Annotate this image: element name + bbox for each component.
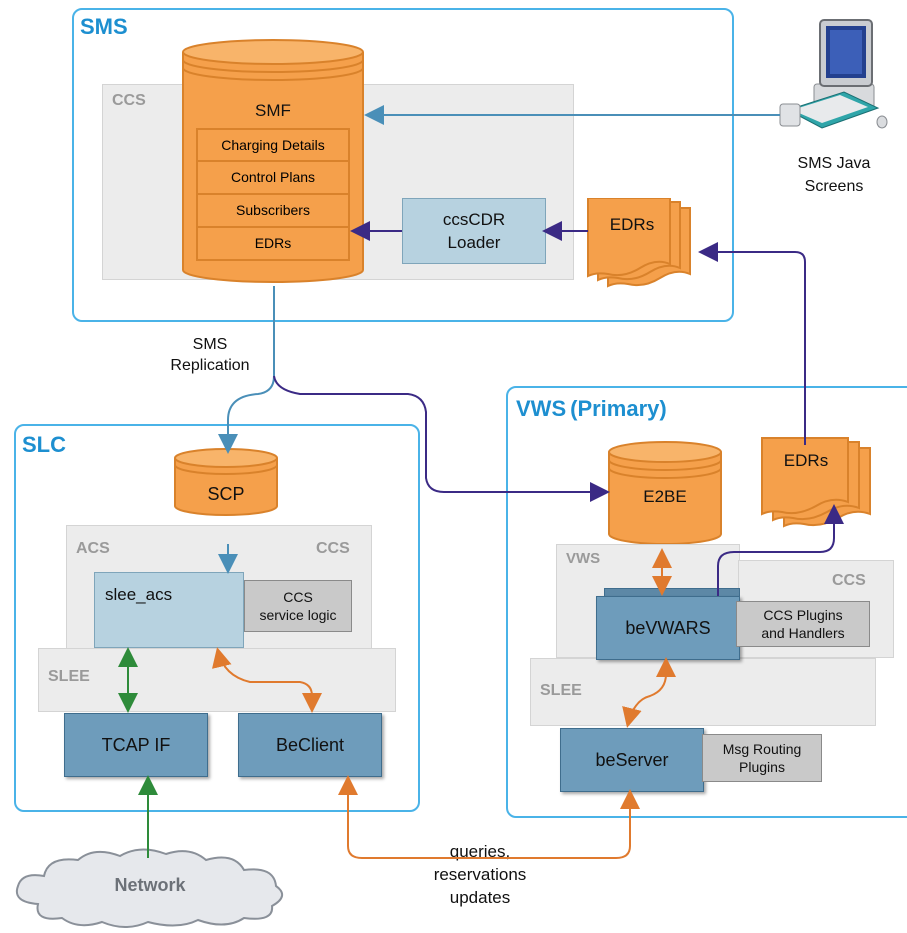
msg-routing-box: Msg Routing Plugins (702, 734, 822, 782)
sms-edrs-documents (587, 198, 691, 288)
plugins-line2: and Handlers (761, 625, 845, 641)
vws-slee-label: SLEE (540, 682, 582, 699)
acs-label: ACS (76, 540, 110, 557)
workstation-line2: Screens (804, 178, 864, 195)
vws-title-subtitle: (Primary) (570, 396, 667, 421)
arrow-beserver-bevwars (622, 657, 676, 728)
beclient-box: BeClient (238, 713, 382, 777)
sms-title: SMS (80, 14, 128, 39)
bevwars-label: beVWARS (625, 617, 711, 638)
vws-edrs-documents (761, 437, 871, 528)
beclient-label: BeClient (275, 734, 345, 755)
ccs-plugins-box: CCS Plugins and Handlers (736, 601, 870, 647)
routing-line1: Msg Routing (722, 741, 802, 757)
replication-line2: Replication (170, 357, 250, 374)
smf-row-edrs: EDRs (196, 228, 350, 261)
smf-title: SMF (255, 101, 291, 120)
vws-inner-label: VWS (566, 550, 601, 567)
smf-row-control-plans: Control Plans (196, 162, 350, 195)
vws-title: VWS(Primary) (516, 396, 667, 422)
queries-line3: updates (449, 888, 511, 907)
smf-row-charging: Charging Details (196, 128, 350, 162)
loader-line2: Loader (447, 233, 501, 252)
scp-label: SCP (207, 484, 245, 504)
slee-acs-label: slee_acs (105, 585, 173, 604)
arrow-vws-edrs-to-sms-edrs (698, 242, 806, 445)
ccscdr-loader-box: ccsCDR Loader (402, 198, 546, 264)
slc-title: SLC (22, 432, 66, 457)
arrow-beclient-beserver (338, 775, 640, 859)
workstation-line1: SMS Java (797, 155, 871, 172)
workstation-icon (779, 19, 888, 129)
network-cloud (16, 848, 283, 928)
tcap-if-box: TCAP IF (64, 713, 208, 777)
ccs-logic-line1: CCS (283, 589, 313, 605)
vws-ccs-label: CCS (832, 572, 866, 589)
vws-title-text: VWS (516, 396, 567, 421)
smf-row-subscribers: Subscribers (196, 195, 350, 228)
scp-database (174, 448, 278, 516)
vws-edrs-label: EDRs (783, 451, 829, 470)
arrow-replication-to-e2be (273, 375, 610, 502)
slc-ccs-label: CCS (316, 540, 350, 557)
beserver-label: beServer (595, 749, 669, 770)
loader-line1: ccsCDR (442, 210, 506, 229)
smf-table: Charging Details Control Plans Subscribe… (196, 128, 350, 261)
workstation-label: SMS Java Screens (772, 152, 896, 198)
arrow-replication-to-scp (218, 286, 275, 454)
arrow-bevwars-to-vws-edrs (717, 504, 844, 596)
plugins-line1: CCS Plugins (763, 607, 843, 623)
routing-line2: Plugins (739, 759, 785, 775)
sms-ccs-label: CCS (112, 92, 146, 109)
queries-label: queries, reservations updates (400, 840, 560, 909)
e2be-label: E2BE (643, 487, 687, 506)
slc-slee-label: SLEE (48, 668, 90, 685)
queries-line2: reservations (433, 865, 527, 884)
ccs-logic-line2: service logic (259, 607, 337, 623)
arrow-slee-acs-beclient (212, 647, 322, 713)
e2be-database (608, 441, 722, 545)
sms-edrs-label: EDRs (609, 215, 655, 234)
network-label: Network (114, 875, 186, 895)
sms-replication-label: SMS Replication (150, 334, 270, 376)
ccs-service-logic-box: CCS service logic (244, 580, 352, 632)
queries-line1: queries, (449, 842, 511, 861)
replication-line1: SMS (192, 336, 228, 353)
tcap-label: TCAP IF (101, 734, 171, 755)
bevwars-box: beVWARS (596, 596, 740, 660)
slee-acs-box: slee_acs (94, 572, 244, 648)
